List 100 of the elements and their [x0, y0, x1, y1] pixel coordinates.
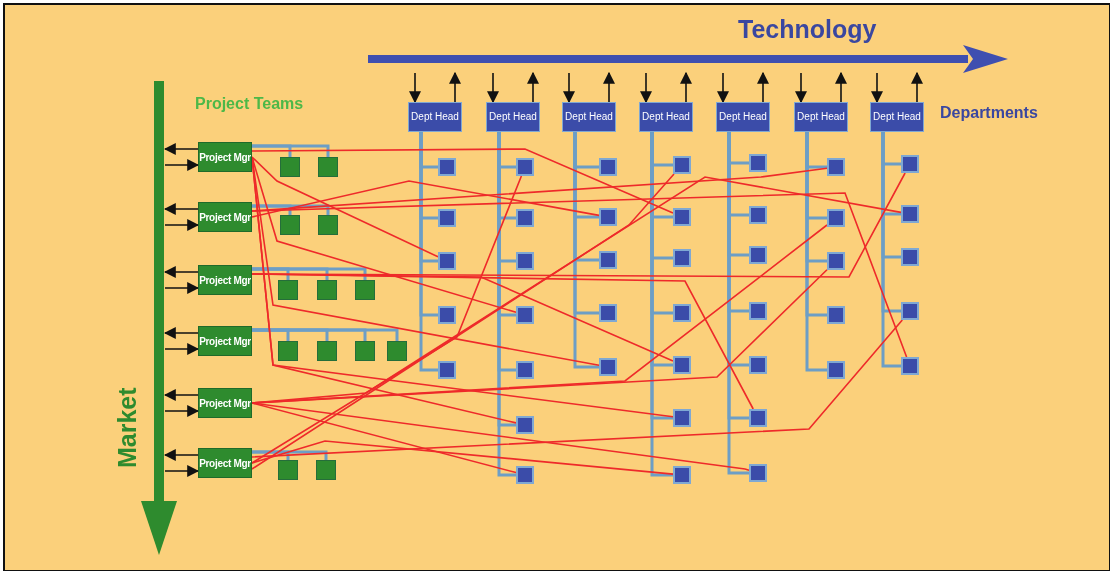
staff-member-box [516, 416, 534, 434]
manager-box: Project Mgr [198, 388, 252, 418]
staff-member-box [438, 252, 456, 270]
staff-member-box [827, 252, 845, 270]
staff-member-box [438, 306, 456, 324]
staff-member-box [438, 209, 456, 227]
team-member-box [355, 280, 375, 300]
arrow [164, 159, 200, 171]
department-head-box: Dept Head [486, 102, 540, 132]
staff-member-box [516, 361, 534, 379]
org-line [252, 267, 367, 280]
staff-member-box [827, 158, 845, 176]
staff-member-box [749, 154, 767, 172]
staff-member-box [749, 206, 767, 224]
department-head-box: Dept Head [716, 102, 770, 132]
connector-line [251, 175, 523, 464]
org-line [252, 144, 330, 157]
staff-member-box [673, 304, 691, 322]
arrow [795, 72, 807, 104]
staff-member-box [827, 306, 845, 324]
team-member-box [318, 215, 338, 235]
manager-box: Project Mgr [198, 448, 252, 478]
heading-label: Departments [940, 104, 1038, 122]
staff-member-box [516, 306, 534, 324]
department-head-box: Dept Head [639, 102, 693, 132]
manager-box: Project Mgr [198, 202, 252, 232]
staff-member-box [827, 209, 845, 227]
staff-member-box [599, 208, 617, 226]
arrow [563, 72, 575, 104]
staff-member-box [749, 356, 767, 374]
staff-member-box [516, 209, 534, 227]
team-member-box [280, 215, 300, 235]
arrow [163, 143, 199, 155]
org-line [727, 132, 749, 475]
connector-line [251, 402, 750, 471]
arrow [164, 405, 200, 417]
org-line [419, 132, 438, 372]
team-member-box [278, 280, 298, 300]
staff-member-box [516, 252, 534, 270]
org-line [573, 132, 599, 369]
staff-member-box [673, 156, 691, 174]
team-member-box [387, 341, 407, 361]
staff-member-box [599, 304, 617, 322]
arrow [409, 72, 421, 104]
manager-box: Project Mgr [198, 265, 252, 295]
arrow [603, 71, 615, 103]
staff-member-box [438, 158, 456, 176]
arrow [449, 71, 461, 103]
connector-line [251, 273, 754, 410]
org-line [881, 132, 901, 368]
arrow [757, 71, 769, 103]
connector-line [251, 173, 675, 470]
heading-label: Project Teams [195, 95, 304, 113]
staff-member-box [749, 246, 767, 264]
manager-box: Project Mgr [198, 142, 252, 172]
connector-line [251, 192, 908, 358]
connector-line [251, 440, 674, 475]
staff-member-box [516, 466, 534, 484]
team-member-box [318, 157, 338, 177]
staff-member-box [673, 208, 691, 226]
team-member-box [278, 341, 298, 361]
team-member-box [278, 460, 298, 480]
staff-member-box [901, 302, 919, 320]
staff-member-box [438, 361, 456, 379]
connector-line [251, 156, 517, 314]
staff-member-box [749, 302, 767, 320]
staff-member-box [749, 464, 767, 482]
staff-member-box [599, 158, 617, 176]
connector-line [251, 319, 904, 458]
staff-member-box [901, 357, 919, 375]
arrow [871, 72, 883, 104]
staff-member-box [673, 409, 691, 427]
arrow [717, 72, 729, 104]
org-line [252, 450, 328, 460]
staff-member-box [599, 358, 617, 376]
connector-line [251, 180, 600, 218]
axis-title: Market [113, 386, 141, 471]
staff-member-box [516, 158, 534, 176]
connector-line [251, 156, 439, 258]
staff-member-box [901, 248, 919, 266]
team-member-box [355, 341, 375, 361]
org-line [650, 132, 673, 477]
staff-member-box [599, 251, 617, 269]
department-head-box: Dept Head [794, 102, 848, 132]
staff-member-box [673, 466, 691, 484]
arrow [527, 71, 539, 103]
arrow [911, 71, 923, 103]
staff-member-box [901, 155, 919, 173]
arrow [163, 389, 199, 401]
arrow [163, 266, 199, 278]
team-member-box [317, 341, 337, 361]
team-member-box [316, 460, 336, 480]
axis-title: Technology [738, 15, 877, 44]
arrow [680, 71, 692, 103]
team-member-box [280, 157, 300, 177]
department-head-box: Dept Head [562, 102, 616, 132]
team-member-box [317, 280, 337, 300]
department-head-box: Dept Head [408, 102, 462, 132]
arrow [163, 449, 199, 461]
arrow [164, 219, 200, 231]
